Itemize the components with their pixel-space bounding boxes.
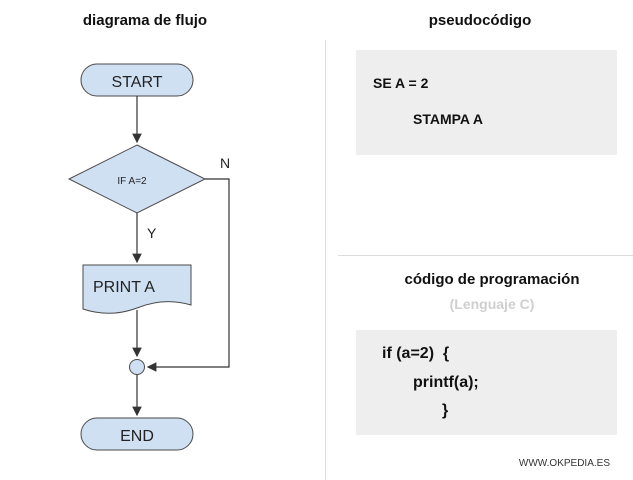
flowchart-title: diagrama de flujo <box>82 12 208 29</box>
pseudocode-line-1: SE A = 2 <box>373 75 429 91</box>
horizontal-divider <box>338 255 633 256</box>
vertical-divider <box>325 40 326 480</box>
pseudocode-line-2: STAMPA A <box>413 111 483 127</box>
programming-subtitle: (Lenguaje C) <box>449 296 535 312</box>
no-branch-label: N <box>220 155 230 171</box>
print-label: PRINT A <box>93 279 155 296</box>
end-terminator <box>80 417 194 451</box>
start-label: START <box>112 74 163 91</box>
programming-title: código de programación <box>404 271 580 288</box>
yes-branch-label: Y <box>147 225 157 241</box>
code-line-3: } <box>442 402 449 419</box>
decision-label: IF A=2 <box>117 176 147 187</box>
code-line-1: if (a=2) { <box>382 345 450 362</box>
end-label: END <box>120 428 154 445</box>
junction-node <box>129 359 145 375</box>
pseudocode-panel: SE A = 2 STAMPA A <box>356 50 617 155</box>
code-panel: if (a=2) { printf(a); } <box>356 330 617 435</box>
connector-no-branch <box>146 178 230 372</box>
flowchart: START IF A=2 N Y PRINT A END <box>67 63 230 451</box>
code-line-2: printf(a); <box>413 374 479 391</box>
footer-credit: WWW.OKPEDIA.ES <box>518 458 610 469</box>
pseudocode-title: pseudocódigo <box>428 12 532 29</box>
print-document-shape <box>82 264 192 314</box>
